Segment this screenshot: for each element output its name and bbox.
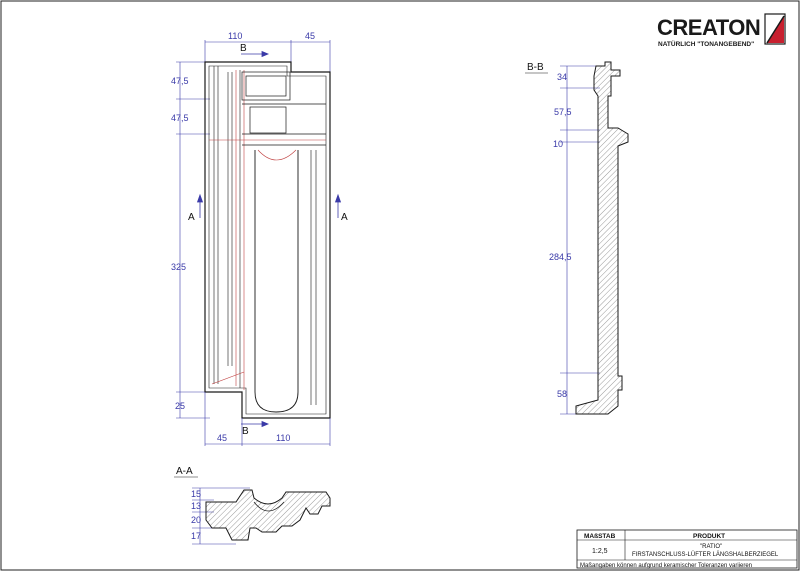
section-a-left-arrow-icon xyxy=(196,193,204,218)
plan-view: 110 45 B 47,5 47,5 325 25 xyxy=(171,31,348,446)
section-a-left-label: A xyxy=(188,212,195,223)
title-block-scale-value: 1:2,5 xyxy=(592,548,608,555)
title-block-product-line1: "RATIO" xyxy=(700,544,722,550)
tile-hidden-lines xyxy=(209,70,326,390)
dim-left-25: 25 xyxy=(175,401,185,411)
dim-top-110: 110 xyxy=(228,31,242,41)
section-bb-view: B-B 34 57,5 10 284,5 58 xyxy=(525,61,629,415)
dim-aa-17: 17 xyxy=(191,531,201,541)
plan-bottom-dimensions xyxy=(204,392,331,446)
creaton-logo: CREATON NATÜRLICH "TONANGEBEND" xyxy=(657,13,786,48)
dim-bottom-45: 45 xyxy=(217,433,227,443)
section-aa-title: A-A xyxy=(176,466,193,477)
section-b-top-arrow-icon xyxy=(241,50,270,58)
dim-left-47-5-b: 47,5 xyxy=(171,113,189,123)
logo-tagline: NATÜRLICH "TONANGEBEND" xyxy=(658,39,754,48)
dim-bb-57-5: 57,5 xyxy=(554,107,572,117)
section-bb-dimensions xyxy=(560,65,600,415)
plan-left-dimensions xyxy=(176,61,210,419)
title-block-scale-header: MAßSTAB xyxy=(584,533,616,540)
section-aa-profile xyxy=(205,489,331,541)
dim-bb-10: 10 xyxy=(553,139,563,149)
title-block-frame xyxy=(576,529,798,569)
dim-left-325: 325 xyxy=(171,262,186,272)
tile-roll-channel xyxy=(254,150,299,413)
logo-wordmark: CREATON xyxy=(657,15,760,40)
section-bb-title: B-B xyxy=(527,62,544,73)
section-b-top-label: B xyxy=(240,43,247,54)
dim-aa-15: 15 xyxy=(191,489,201,499)
tile-lug-boxes xyxy=(241,71,326,146)
dim-bb-284-5: 284,5 xyxy=(549,252,572,262)
dim-bottom-110: 110 xyxy=(276,433,290,443)
tile-inner-edge xyxy=(208,65,327,415)
dim-bb-34: 34 xyxy=(557,72,567,82)
section-a-right-label: A xyxy=(341,212,348,223)
dim-top-45: 45 xyxy=(305,31,315,41)
logo-emblem-icon xyxy=(764,13,786,45)
section-aa-roll-curve xyxy=(253,501,285,512)
section-b-bottom-label: B xyxy=(242,426,249,437)
dim-bb-58: 58 xyxy=(557,389,567,399)
section-aa-view: A-A 15 13 20 17 xyxy=(174,466,331,545)
dim-aa-20: 20 xyxy=(191,515,201,525)
dim-left-47-5-a: 47,5 xyxy=(171,76,189,86)
section-a-right-arrow-icon xyxy=(334,193,342,218)
section-bb-profile xyxy=(575,61,629,415)
dim-aa-13: 13 xyxy=(191,501,201,511)
tile-roll-top-curve xyxy=(257,149,297,161)
title-block-disclaimer: Maßangaben können aufgrund keramischer T… xyxy=(580,563,752,569)
tile-side-ribs xyxy=(213,66,241,388)
plan-top-dimensions xyxy=(204,40,331,72)
title-block-product-header: PRODUKT xyxy=(693,533,725,540)
title-block-product-line2: FIRSTANSCHLUSS-LÜFTER LÄNGSHALBERZIEGEL xyxy=(632,551,779,558)
title-block: MAßSTAB PRODUKT 1:2,5 "RATIO" FIRSTANSCH… xyxy=(576,529,798,569)
section-b-bottom-arrow-icon xyxy=(241,420,270,428)
